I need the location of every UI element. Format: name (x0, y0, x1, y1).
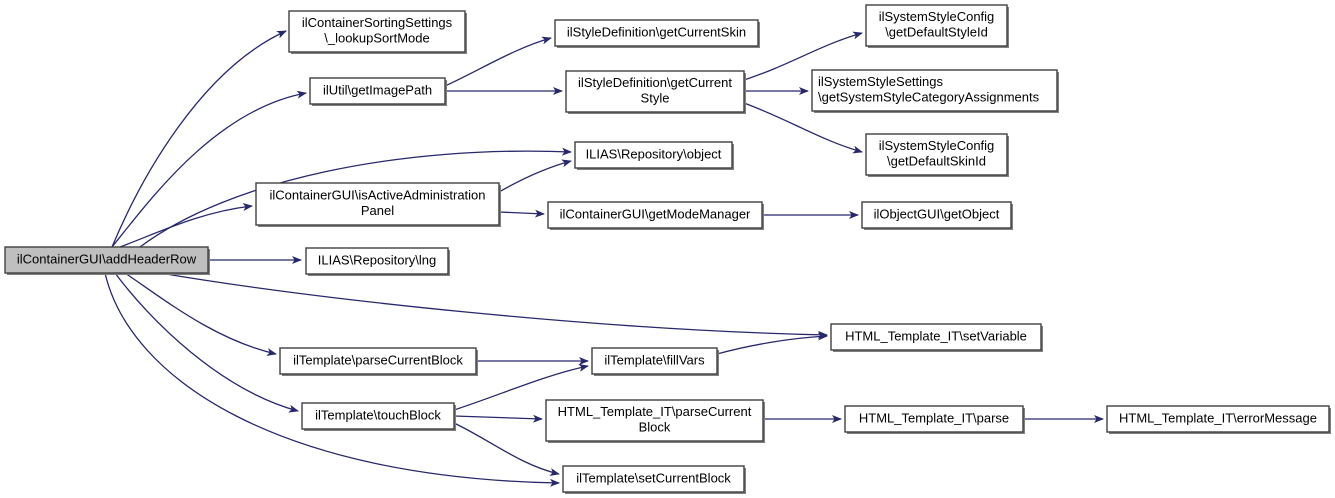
call-edge-touchblock-to-fillvars (453, 363, 589, 411)
graph-node-modemgr[interactable]: ilContainerGUI\getModeManager (547, 201, 764, 230)
node-box[interactable] (844, 405, 1024, 433)
graph-node-touchblock[interactable]: ilTemplate\touchBlock (301, 402, 456, 431)
node-box[interactable] (562, 465, 745, 493)
graph-node-isadmin[interactable]: ilContainerGUI\isActiveAdministrationPan… (255, 182, 501, 227)
node-box[interactable] (811, 69, 1058, 112)
node-label-sortmode-line0: ilContainerSortingSettings (302, 15, 453, 30)
node-box[interactable] (591, 347, 718, 375)
call-edge-curstyle-to-defskinid (743, 102, 863, 154)
node-box[interactable] (255, 182, 500, 226)
node-label-fillvars-line0: ilTemplate\fillVars (604, 352, 705, 367)
graph-node-defstyleid[interactable]: ilSystemStyleConfig\getDefaultStyleId (865, 4, 1009, 48)
node-box[interactable] (547, 201, 763, 229)
call-edge-isadmin-to-repoobject (498, 159, 572, 193)
node-box[interactable] (554, 19, 759, 47)
node-box[interactable] (4, 246, 209, 274)
node-label-sortmode-line1: \_lookupSortMode (324, 31, 430, 46)
node-box[interactable] (301, 402, 455, 430)
graph-node-repolng[interactable]: ILIAS\Repository\lng (305, 247, 450, 276)
call-edge-root-to-imagepath (111, 90, 307, 248)
node-box[interactable] (830, 323, 1042, 351)
graph-node-itparsecur[interactable]: HTML_Template_IT\parseCurrentBlock (545, 399, 765, 443)
node-label-iterrormsg-line0: HTML_Template_IT\errorMessage (1119, 410, 1317, 425)
call-edge-touchblock-to-setcurblock (453, 422, 560, 476)
call-edge-root-to-setcurblock (104, 272, 560, 487)
call-edge-imagepath-to-curskin (444, 36, 552, 87)
graph-node-setcurblock[interactable]: ilTemplate\setCurrentBlock (562, 465, 746, 494)
call-edge-touchblock-to-itparsecur (453, 414, 543, 423)
node-label-defstyleid-line0: ilSystemStyleConfig (879, 9, 995, 24)
graph-node-defskinid[interactable]: ilSystemStyleConfig\getDefaultSkinId (865, 133, 1009, 177)
call-edge-root-to-repoobject (139, 147, 572, 248)
node-box[interactable] (865, 4, 1008, 47)
node-label-curstyle-line1: Style (641, 91, 670, 106)
node-label-parsecur-line0: ilTemplate\parseCurrentBlock (293, 352, 463, 367)
graph-node-fillvars[interactable]: ilTemplate\fillVars (591, 347, 719, 376)
node-label-setcurblock-line0: ilTemplate\setCurrentBlock (576, 470, 731, 485)
node-label-repoobject-line0: ILIAS\Repository\object (586, 146, 722, 161)
node-label-curskin-line0: ilStyleDefinition\getCurrentSkin (567, 24, 746, 39)
node-box[interactable] (279, 347, 477, 375)
node-label-setvariable-line0: HTML_Template_IT\setVariable (845, 328, 1027, 343)
call-edge-root-to-isadmin (119, 203, 253, 248)
call-edge-root-to-sortmode (111, 30, 287, 248)
node-label-modemgr-line0: ilContainerGUI\getModeManager (560, 206, 751, 221)
node-box[interactable] (861, 201, 1012, 229)
graph-node-itparse[interactable]: HTML_Template_IT\parse (844, 405, 1025, 434)
node-box[interactable] (865, 133, 1008, 176)
node-layer: ilContainerGUI\addHeaderRow ilContainerSo… (4, 4, 1331, 494)
call-edge-root-to-parsecur (124, 272, 277, 356)
node-label-touchblock-line0: ilTemplate\touchBlock (315, 407, 441, 422)
node-label-itparsecur-line0: HTML_Template_IT\parseCurrent (558, 404, 752, 419)
node-box[interactable] (545, 399, 764, 442)
node-label-defskinid-line1: \getDefaultSkinId (887, 154, 986, 169)
node-label-getobject-line0: ilObjectGUI\getObject (874, 206, 1000, 221)
call-edge-curstyle-to-defstyleid (743, 31, 863, 81)
node-box[interactable] (288, 10, 466, 53)
node-label-defstyleid-line1: \getDefaultStyleId (885, 25, 988, 40)
graph-node-parsecur[interactable]: ilTemplate\parseCurrentBlock (279, 347, 478, 376)
graph-node-setvariable[interactable]: HTML_Template_IT\setVariable (830, 323, 1043, 352)
graph-node-imagepath[interactable]: ilUtil\getImagePath (309, 77, 447, 106)
graph-node-sortmode[interactable]: ilContainerSortingSettings\_lookupSortMo… (288, 10, 467, 54)
graph-node-catassign[interactable]: ilSystemStyleSettings\getSystemStyleCate… (811, 69, 1059, 113)
node-label-root-line0: ilContainerGUI\addHeaderRow (17, 251, 197, 266)
node-label-curstyle-line0: ilStyleDefinition\getCurrent (578, 75, 732, 90)
graph-node-repoobject[interactable]: ILIAS\Repository\object (574, 141, 734, 170)
node-box[interactable] (565, 70, 745, 113)
node-label-repolng-line0: ILIAS\Repository\lng (318, 252, 437, 267)
graph-node-getobject[interactable]: ilObjectGUI\getObject (861, 201, 1013, 230)
node-label-isadmin-line1: Panel (361, 203, 394, 218)
node-label-defskinid-line0: ilSystemStyleConfig (879, 138, 995, 153)
call-edge-isadmin-to-modemgr (498, 209, 545, 218)
node-box[interactable] (1106, 405, 1330, 433)
node-label-itparse-line0: HTML_Template_IT\parse (859, 410, 1009, 425)
node-box[interactable] (309, 77, 446, 105)
edge-layer (104, 30, 1104, 487)
node-label-itparsecur-line1: Block (639, 420, 671, 435)
graph-node-root[interactable]: ilContainerGUI\addHeaderRow (4, 246, 210, 275)
call-edge-root-to-touchblock (114, 272, 299, 413)
node-label-imagepath-line0: ilUtil\getImagePath (323, 82, 432, 97)
graph-node-curskin[interactable]: ilStyleDefinition\getCurrentSkin (554, 19, 760, 48)
node-box[interactable] (574, 141, 733, 169)
node-label-catassign-line0: ilSystemStyleSettings (818, 74, 943, 89)
graph-node-iterrormsg[interactable]: HTML_Template_IT\errorMessage (1106, 405, 1331, 434)
call-edge-fillvars-to-setvariable (716, 332, 828, 355)
node-label-catassign-line1: \getSystemStyleCategoryAssignments (818, 90, 1040, 105)
node-box[interactable] (305, 247, 449, 275)
node-label-isadmin-line0: ilContainerGUI\isActiveAdministration (269, 188, 485, 203)
call-edge-root-to-setvariable (159, 272, 828, 339)
